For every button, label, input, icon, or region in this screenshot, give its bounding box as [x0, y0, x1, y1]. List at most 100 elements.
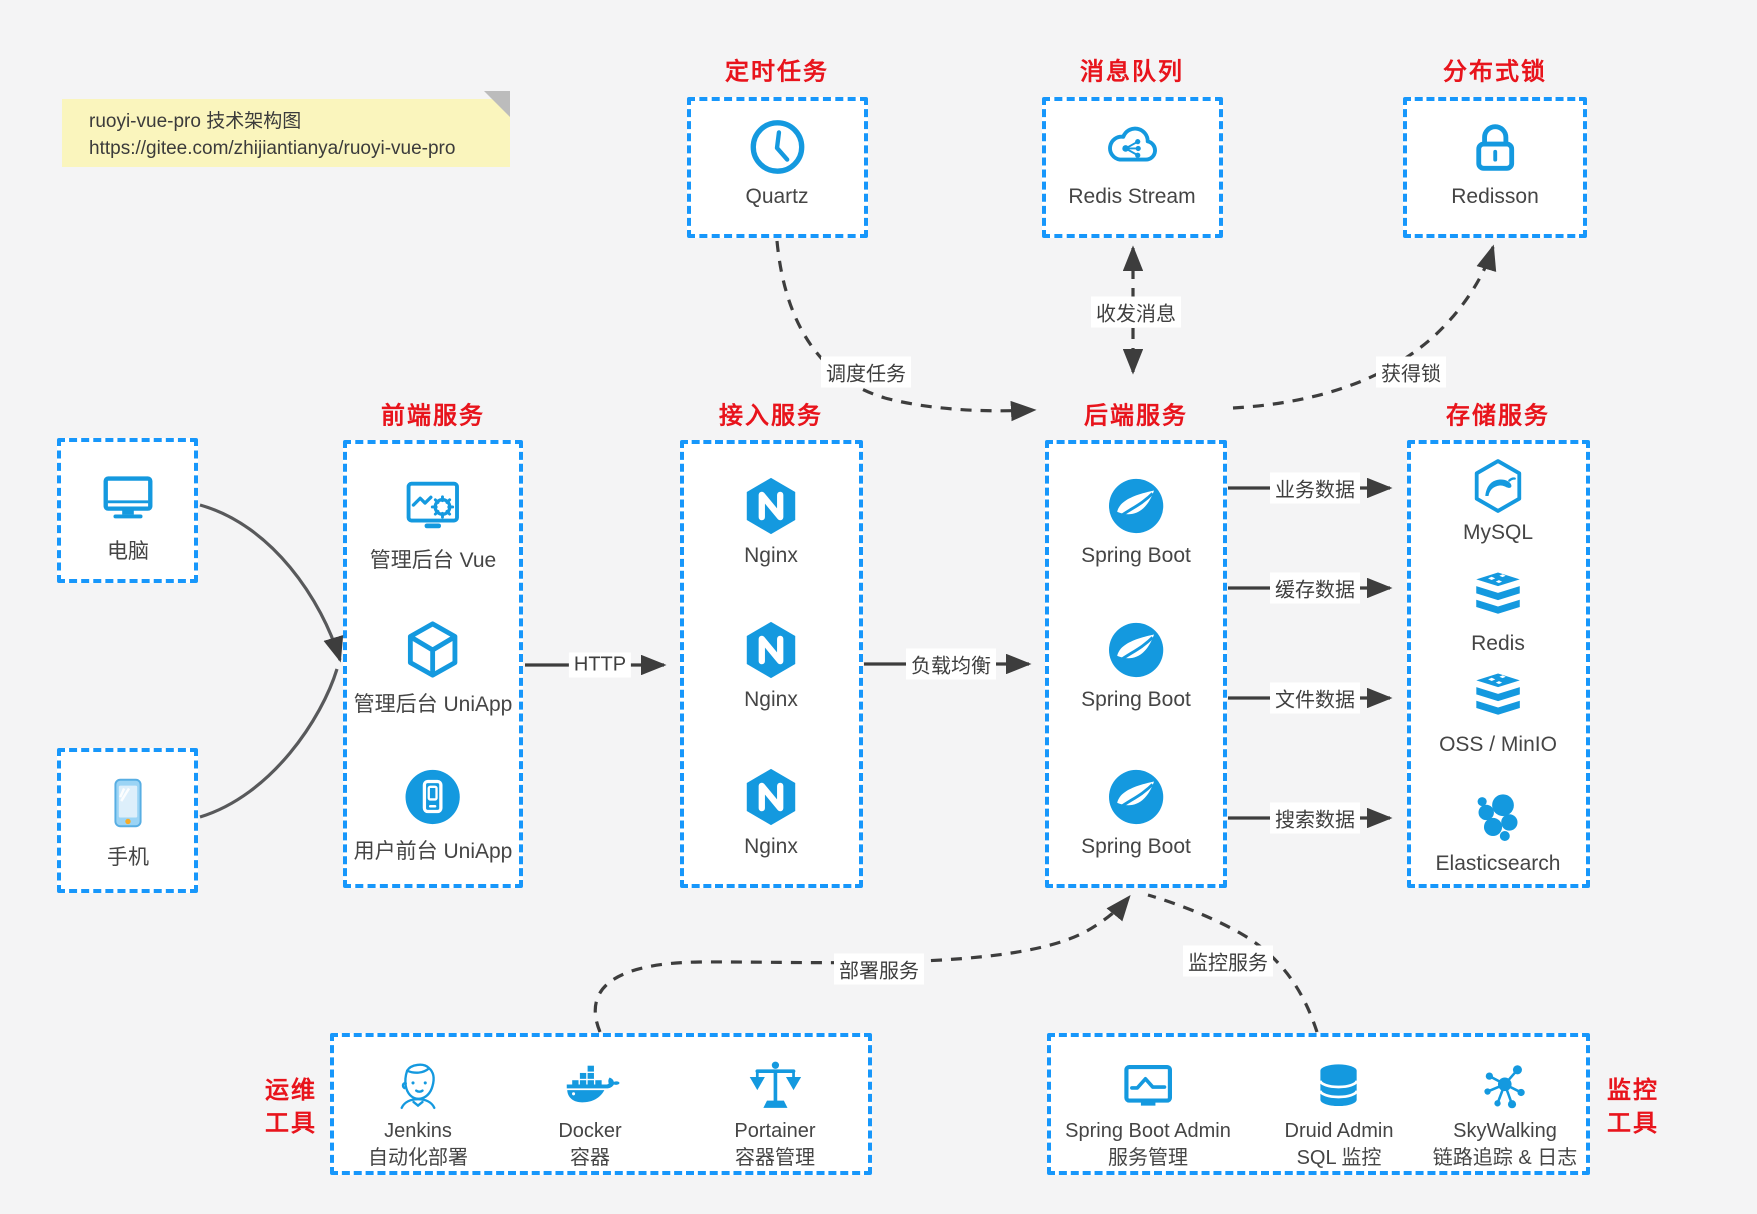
node-name: Jenkins [384, 1120, 452, 1142]
node-oss-minio: OSS / MinIO [1439, 669, 1557, 757]
phone-icon [97, 772, 159, 834]
nginx-icon [740, 475, 802, 537]
node-nginx-1: Nginx [740, 475, 802, 568]
ops-tools-side-label: 运维工具 [265, 1077, 317, 1137]
node-label: Redisson [1451, 185, 1539, 208]
node-label: 手机 [107, 846, 149, 869]
node-admin-uniapp: 管理后台 UniApp [353, 619, 513, 718]
jenkins-icon [389, 1058, 447, 1116]
mysql-icon [1469, 457, 1527, 515]
column-title-storage: 存储服务 [1446, 402, 1550, 430]
node-pc: 电脑 [97, 466, 159, 565]
node-admin-vue: 管理后台 Vue [370, 475, 496, 574]
node-docker: Docker 容器 [558, 1058, 622, 1170]
spring-icon [1105, 619, 1167, 681]
node-desc: 容器 [569, 1147, 610, 1169]
docker-icon [561, 1058, 619, 1116]
oss-icon [1469, 669, 1527, 727]
node-elasticsearch: Elasticsearch [1436, 788, 1560, 876]
spring-icon [1105, 475, 1167, 537]
computer-icon [97, 466, 159, 528]
edge-acquire-lock [1232, 244, 1497, 410]
node-label: Redis [1471, 632, 1525, 655]
node-label: Nginx [744, 835, 798, 858]
node-label: Spring Boot [1081, 688, 1191, 711]
note-url: https://gitee.com/zhijiantianya/ruoyi-vu… [89, 138, 456, 159]
node-name: Docker [558, 1120, 622, 1142]
redis-stream-box [1042, 97, 1223, 238]
edge-label-acquire-lock: 获得锁 [1376, 356, 1446, 388]
clock-icon [746, 116, 808, 178]
node-name: Spring Boot Admin [1065, 1120, 1231, 1142]
node-redis: Redis [1469, 568, 1527, 656]
node-label: Redis Stream [1068, 185, 1196, 208]
node-desc: 服务管理 [1108, 1147, 1188, 1169]
edge-label-http: HTTP [568, 652, 632, 678]
user-app-icon [402, 766, 464, 828]
redis-icon [1469, 568, 1527, 626]
node-name: Druid Admin [1284, 1120, 1394, 1142]
node-redisson: Redisson [1451, 116, 1539, 209]
cloud-mq-icon [1101, 116, 1163, 178]
node-label: Quartz [745, 185, 809, 208]
edge-label-file-data: 文件数据 [1270, 682, 1360, 714]
nginx-icon [740, 619, 802, 681]
edge-label-business-data: 业务数据 [1270, 472, 1360, 504]
node-label: 管理后台 UniApp [353, 693, 513, 716]
node-redis-stream: Redis Stream [1068, 116, 1196, 209]
column-title-frontend: 前端服务 [381, 402, 485, 430]
node-quartz: Quartz [745, 116, 809, 209]
elasticsearch-icon [1469, 788, 1527, 846]
edge-label-load-balance: 负载均衡 [906, 648, 996, 680]
skywalking-icon [1476, 1058, 1534, 1116]
node-label: Spring Boot [1081, 835, 1191, 858]
spring-icon [1105, 766, 1167, 828]
node-portainer: Portainer 容器管理 [734, 1058, 816, 1170]
node-mysql: MySQL [1463, 457, 1533, 545]
node-name: Portainer [734, 1120, 816, 1142]
node-desc: 自动化部署 [368, 1147, 468, 1169]
admin-vue-icon [402, 475, 464, 537]
note-title: ruoyi-vue-pro 技术架构图 [89, 111, 302, 132]
node-springboot-2: Spring Boot [1081, 619, 1191, 712]
group-title-scheduled-task: 定时任务 [725, 58, 829, 86]
edge-label-deploy-service: 部署服务 [834, 953, 924, 985]
edge-pc-to-frontend [199, 503, 344, 663]
node-jenkins: Jenkins 自动化部署 [368, 1058, 468, 1170]
node-springboot-3: Spring Boot [1081, 766, 1191, 859]
node-label: 管理后台 Vue [369, 549, 497, 572]
uniapp-cube-icon [402, 619, 464, 681]
node-skywalking: SkyWalking 链路追踪 & 日志 [1433, 1058, 1577, 1170]
node-springboot-1: Spring Boot [1081, 475, 1191, 568]
node-desc: SQL 监控 [1296, 1147, 1382, 1169]
monitor-tools-side-label: 监控工具 [1607, 1077, 1659, 1137]
node-desc: 容器管理 [735, 1147, 815, 1169]
node-label: Spring Boot [1081, 544, 1191, 567]
portainer-icon [746, 1058, 804, 1116]
druid-icon [1310, 1058, 1368, 1116]
edge-label-send-receive-msg: 收发消息 [1091, 296, 1181, 328]
column-title-backend: 后端服务 [1084, 402, 1188, 430]
group-title-distributed-lock: 分布式锁 [1443, 58, 1547, 86]
node-nginx-3: Nginx [740, 766, 802, 859]
edge-label-monitor-service: 监控服务 [1183, 945, 1273, 977]
node-label: 用户前台 UniApp [353, 840, 513, 863]
node-user-uniapp: 用户前台 UniApp [353, 766, 513, 865]
node-name: SkyWalking [1453, 1120, 1557, 1142]
node-druid: Druid Admin SQL 监控 [1284, 1058, 1394, 1170]
column-title-gateway: 接入服务 [719, 402, 823, 430]
node-nginx-2: Nginx [740, 619, 802, 712]
sba-icon [1119, 1058, 1177, 1116]
node-label: MySQL [1462, 521, 1534, 544]
sticky-note: ruoyi-vue-pro 技术架构图 https://gitee.com/zh… [62, 91, 510, 167]
node-label: 电脑 [107, 540, 149, 563]
node-mobile: 手机 [97, 772, 159, 871]
node-label: Nginx [744, 544, 798, 567]
node-desc: 链路追踪 & 日志 [1432, 1147, 1578, 1169]
node-label: Nginx [744, 688, 798, 711]
nginx-icon [740, 766, 802, 828]
edge-label-cache-data: 缓存数据 [1270, 572, 1360, 604]
node-label: OSS / MinIO [1439, 733, 1557, 756]
note-fold-corner [484, 91, 510, 117]
